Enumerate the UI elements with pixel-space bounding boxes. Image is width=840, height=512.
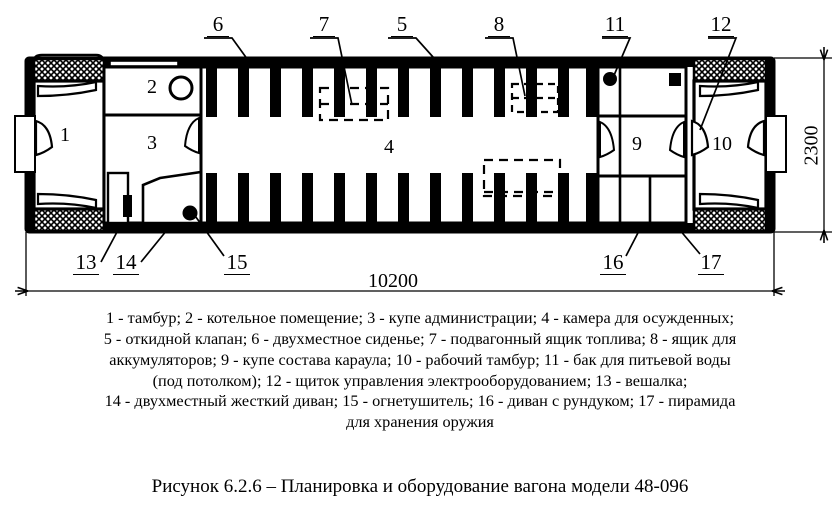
dimension-text-height: 2300 — [800, 125, 823, 166]
callout-12: 12 — [708, 14, 734, 37]
cell-partitions-bottom — [206, 173, 597, 223]
room-label-9: 9 — [632, 133, 642, 155]
battery-box-8-bottom — [482, 158, 562, 198]
callout-16: 16 — [600, 252, 626, 275]
leader-lines-top — [204, 37, 738, 131]
callout-15: 15 — [224, 252, 250, 275]
cell-partitions-top — [206, 67, 597, 117]
legend-line-1: 1 - тамбур; 2 - котельное помещение; 3 -… — [105, 308, 735, 327]
callout-7: 7 — [313, 14, 335, 37]
figure-caption: Рисунок 6.2.6 – Планировка и оборудовани… — [151, 476, 689, 497]
room-label-4: 4 — [384, 136, 394, 158]
leader-lines-bottom — [100, 212, 701, 263]
callout-13: 13 — [73, 252, 99, 275]
callout-6: 6 — [207, 14, 229, 37]
vestibule-right-room-10 — [684, 57, 787, 233]
electric-panel-12-symbol — [669, 73, 681, 86]
vestibule-left-room-1 — [14, 53, 122, 233]
legend-line-3: аккумуляторов; 9 - купе состава караула;… — [109, 349, 731, 369]
battery-box-8-top — [510, 82, 560, 114]
callout-17: 17 — [698, 252, 724, 275]
dimension-text-length: 10200 — [368, 270, 418, 292]
legend-line-6: для хранения оружия — [346, 412, 494, 432]
legend-line-2: 5 - откидной клапан; 6 - двухместное сид… — [103, 328, 737, 348]
callout-11: 11 — [602, 14, 628, 37]
room-label-2: 2 — [147, 76, 157, 98]
dimension-height-2300 — [774, 47, 832, 243]
railcar-floor-plan — [14, 37, 832, 296]
extinguisher-15-symbol — [182, 205, 198, 221]
prisoner-cells-room-4 — [199, 65, 600, 225]
legend-line-4: (под потолком); 12 - щиток управления эл… — [152, 370, 688, 390]
dimension-length-10200 — [15, 232, 785, 296]
rooms-2-3-block — [102, 60, 203, 225]
callout-8: 8 — [488, 14, 510, 37]
guard-compartment-room-9 — [596, 65, 688, 225]
room-label-3: 3 — [147, 132, 157, 154]
legend-block: 1 - тамбур; 2 - котельное помещение; 3 -… — [8, 308, 832, 433]
callout-14: 14 — [113, 252, 139, 275]
room-label-10: 10 — [712, 133, 732, 155]
boiler-symbol — [168, 75, 194, 101]
legend-line-5: 14 - двухместный жесткий диван; 15 - огн… — [104, 391, 736, 411]
callout-5: 5 — [391, 14, 413, 37]
room-label-1: 1 — [60, 124, 70, 146]
